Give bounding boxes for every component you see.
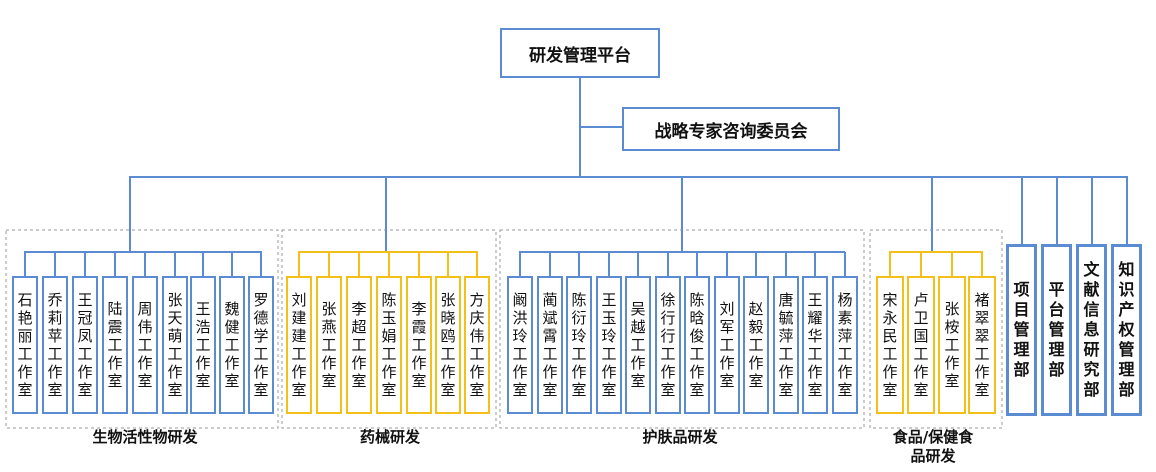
studio-box: 陈晗俊工作室: [684, 276, 710, 414]
studio-name: 蔺斌霄工作室: [542, 291, 558, 399]
studio-box: 蔺斌霄工作室: [537, 276, 563, 414]
committee-label: 战略专家咨询委员会: [654, 121, 808, 142]
studio-name: 陈玉娟工作室: [381, 291, 397, 399]
studio-box: 陈玉娟工作室: [376, 276, 402, 414]
group-label-food: 食品/保健食品研发: [892, 428, 974, 465]
studio-name: 徐行行工作室: [660, 291, 676, 399]
root-node: 研发管理平台: [500, 28, 660, 78]
studio-name: 李超工作室: [351, 300, 367, 390]
studio-name: 刘军工作室: [719, 300, 735, 390]
studio-name: 李霞工作室: [411, 300, 427, 390]
studio-box: 张燕工作室: [316, 276, 342, 414]
department-box: 文献信息研究部: [1076, 244, 1107, 416]
studio-box: 张晓鸥工作室: [435, 276, 461, 414]
studio-box: 周伟工作室: [132, 276, 158, 414]
studio-name: 魏健工作室: [224, 300, 240, 390]
studio-name: 刘建建工作室: [291, 291, 307, 399]
studio-box: 王浩工作室: [190, 276, 216, 414]
studio-name: 乔莉苹工作室: [47, 291, 63, 399]
department-name: 知识产权管理部: [1118, 260, 1135, 399]
studio-box: 刘军工作室: [714, 276, 740, 414]
studio-name: 陆震工作室: [107, 300, 123, 390]
studio-box: 王玉玲工作室: [596, 276, 622, 414]
studio-box: 赵毅工作室: [743, 276, 769, 414]
studio-name: 陈衍玲工作室: [571, 291, 587, 399]
studio-box: 石艳丽工作室: [12, 276, 38, 414]
studio-box: 张天萌工作室: [162, 276, 188, 414]
studio-box: 王冠凤工作室: [72, 276, 98, 414]
studio-name: 张晓鸥工作室: [440, 291, 456, 399]
studio-name: 唐毓萍工作室: [778, 291, 794, 399]
studio-box: 李霞工作室: [406, 276, 432, 414]
committee-node: 战略专家咨询委员会: [622, 107, 840, 151]
studio-name: 张天萌工作室: [167, 291, 183, 399]
studio-name: 周伟工作室: [137, 300, 153, 390]
studio-name: 王耀华工作室: [807, 291, 823, 399]
department-name: 平台管理部: [1048, 280, 1065, 379]
group-label-skincare: 护肤品研发: [642, 428, 718, 446]
studio-box: 罗德学工作室: [248, 276, 274, 414]
studio-box: 徐行行工作室: [655, 276, 681, 414]
studio-name: 王浩工作室: [195, 300, 211, 390]
group-frame: [869, 229, 1003, 429]
studio-box: 卢卫国工作室: [907, 276, 935, 414]
studio-box: 刘建建工作室: [286, 276, 312, 414]
studio-box: 褚翠翠工作室: [968, 276, 996, 414]
studio-box: 张桉工作室: [938, 276, 966, 414]
studio-box: 方庆伟工作室: [464, 276, 490, 414]
studio-box: 杨素萍工作室: [832, 276, 858, 414]
studio-box: 王耀华工作室: [802, 276, 828, 414]
group-label-device: 药械研发: [359, 428, 420, 446]
studio-box: 唐毓萍工作室: [773, 276, 799, 414]
group-label-bioactive: 生物活性物研发: [92, 428, 198, 446]
studio-box: 李超工作室: [346, 276, 372, 414]
studio-name: 方庆伟工作室: [469, 291, 485, 399]
department-name: 项目管理部: [1013, 280, 1030, 379]
studio-name: 卢卫国工作室: [913, 291, 929, 399]
studio-name: 石艳丽工作室: [17, 291, 33, 399]
studio-box: 陆震工作室: [102, 276, 128, 414]
studio-name: 阚洪玲工作室: [512, 291, 528, 399]
studio-box: 陈衍玲工作室: [566, 276, 592, 414]
department-name: 文献信息研究部: [1083, 260, 1100, 399]
studio-name: 王冠凤工作室: [77, 291, 93, 399]
studio-box: 乔莉苹工作室: [42, 276, 68, 414]
studio-name: 王玉玲工作室: [601, 291, 617, 399]
studio-name: 张桉工作室: [944, 300, 960, 390]
studio-name: 褚翠翠工作室: [974, 291, 990, 399]
department-box: 平台管理部: [1041, 244, 1072, 416]
studio-name: 吴越工作室: [630, 300, 646, 390]
studio-box: 阚洪玲工作室: [507, 276, 533, 414]
studio-name: 陈晗俊工作室: [689, 291, 705, 399]
department-box: 知识产权管理部: [1111, 244, 1142, 416]
studio-name: 赵毅工作室: [748, 300, 764, 390]
group-frame: [281, 229, 497, 429]
studio-box: 宋永民工作室: [876, 276, 904, 414]
studio-name: 杨素萍工作室: [837, 291, 853, 399]
root-label: 研发管理平台: [529, 45, 631, 66]
studio-box: 魏健工作室: [219, 276, 245, 414]
studio-name: 宋永民工作室: [882, 291, 898, 399]
group-frame: [5, 229, 279, 429]
studio-box: 吴越工作室: [625, 276, 651, 414]
department-box: 项目管理部: [1006, 244, 1037, 416]
studio-name: 罗德学工作室: [253, 291, 269, 399]
studio-name: 张燕工作室: [321, 300, 337, 390]
